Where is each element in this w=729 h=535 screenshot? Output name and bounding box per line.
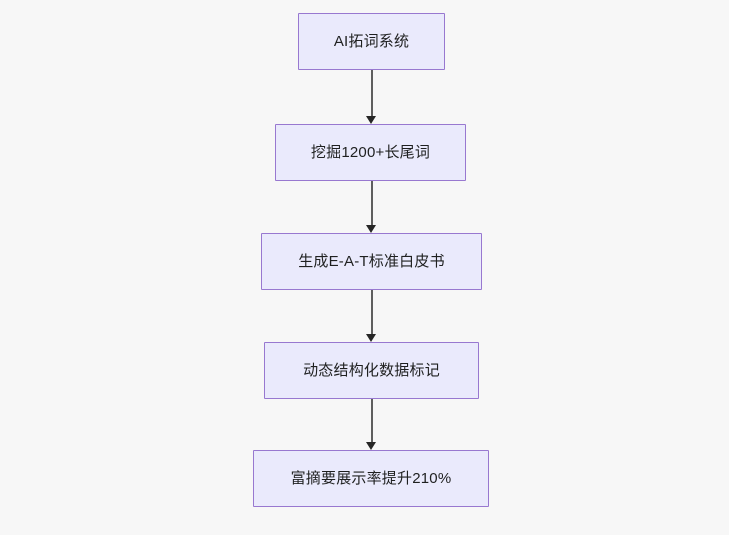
edge-line	[371, 181, 373, 226]
arrowhead-down-icon	[366, 115, 377, 124]
flow-node-label: 动态结构化数据标记	[303, 361, 440, 379]
flow-node-label: AI拓词系统	[333, 32, 410, 50]
arrowhead-down-icon	[366, 333, 377, 342]
arrowhead-down-icon	[366, 441, 377, 450]
flow-node-label: 挖掘1200+长尾词	[310, 143, 431, 161]
edge-n2-n3	[366, 181, 377, 233]
flow-node-generate-eat-whitepaper[interactable]: 生成E-A-T标准白皮书	[261, 233, 482, 290]
edge-n1-n2	[366, 70, 377, 124]
flow-node-label: 富摘要展示率提升210%	[290, 469, 452, 487]
flow-node-dynamic-structured-data-markup[interactable]: 动态结构化数据标记	[264, 342, 479, 399]
edge-line	[371, 290, 373, 335]
flow-node-rich-snippet-impression-lift[interactable]: 富摘要展示率提升210%	[253, 450, 489, 507]
flow-node-label: 生成E-A-T标准白皮书	[298, 252, 445, 270]
edge-line	[371, 399, 373, 443]
flow-node-ai-keyword-system[interactable]: AI拓词系统	[298, 13, 445, 70]
edge-n3-n4	[366, 290, 377, 342]
flow-node-mine-longtail-keywords[interactable]: 挖掘1200+长尾词	[275, 124, 466, 181]
edge-n4-n5	[366, 399, 377, 450]
edge-line	[371, 70, 373, 117]
arrowhead-down-icon	[366, 224, 377, 233]
